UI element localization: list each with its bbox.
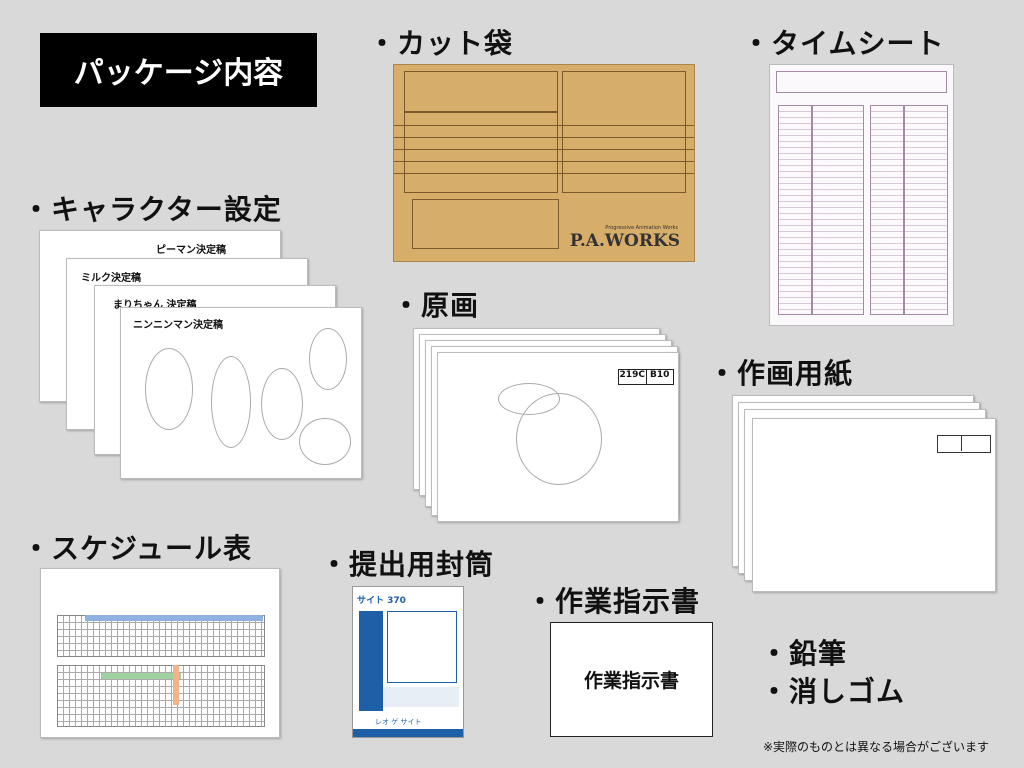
eraser-label: ・消しゴム [760,675,906,708]
genga-cut-number: 219C [619,370,647,384]
envelope-brand-logo: P.A.WORKS [569,231,680,251]
time-sheet-image [769,64,954,326]
drawing-paper-image [752,418,996,592]
work-instruction-label: ・作業指示書 [526,585,701,618]
character-sheet-title: ミルク決定稿 [81,273,141,284]
genga-label: ・原画 [392,289,480,322]
pencil-label: ・鉛筆 [760,637,848,670]
drawing-paper-label: ・作画用紙 [708,357,854,390]
character-settings-label: ・キャラクター設定 [22,193,282,226]
character-sheet-title: まりちゃん 決定稿 [113,300,197,311]
cut-bag-label: ・カット袋 [368,27,514,60]
page-title: パッケージ内容 [40,33,317,107]
character-sheet-title: ニンニンマン決定稿 [133,320,223,331]
work-instruction-image: 作業指示書 [550,622,713,737]
time-sheet-label: ・タイムシート [742,27,945,60]
schedule-label: ・スケジュール表 [22,532,253,565]
genga-image: 219C B10 [437,352,679,522]
schedule-image [40,568,280,738]
character-sheet-front: ニンニンマン決定稿 [120,307,362,479]
shipping-top-text: サイト 370 [357,596,406,606]
shipping-bottom-text: レオ ゲ サイト [375,718,422,726]
cut-bag-image: Progressive Animation Works P.A.WORKS [393,64,695,262]
disclaimer-note: ※実際のものとは異なる場合がございます [763,740,990,754]
envelope-subtitle: Progressive Animation Works [605,225,678,231]
character-sheet-title: ピーマン決定稿 [156,245,226,256]
submission-envelope-image: サイト 370 レオ ゲ サイト [352,586,464,738]
submission-envelope-label: ・提出用封筒 [320,548,495,581]
genga-bg-number: B10 [650,370,670,380]
